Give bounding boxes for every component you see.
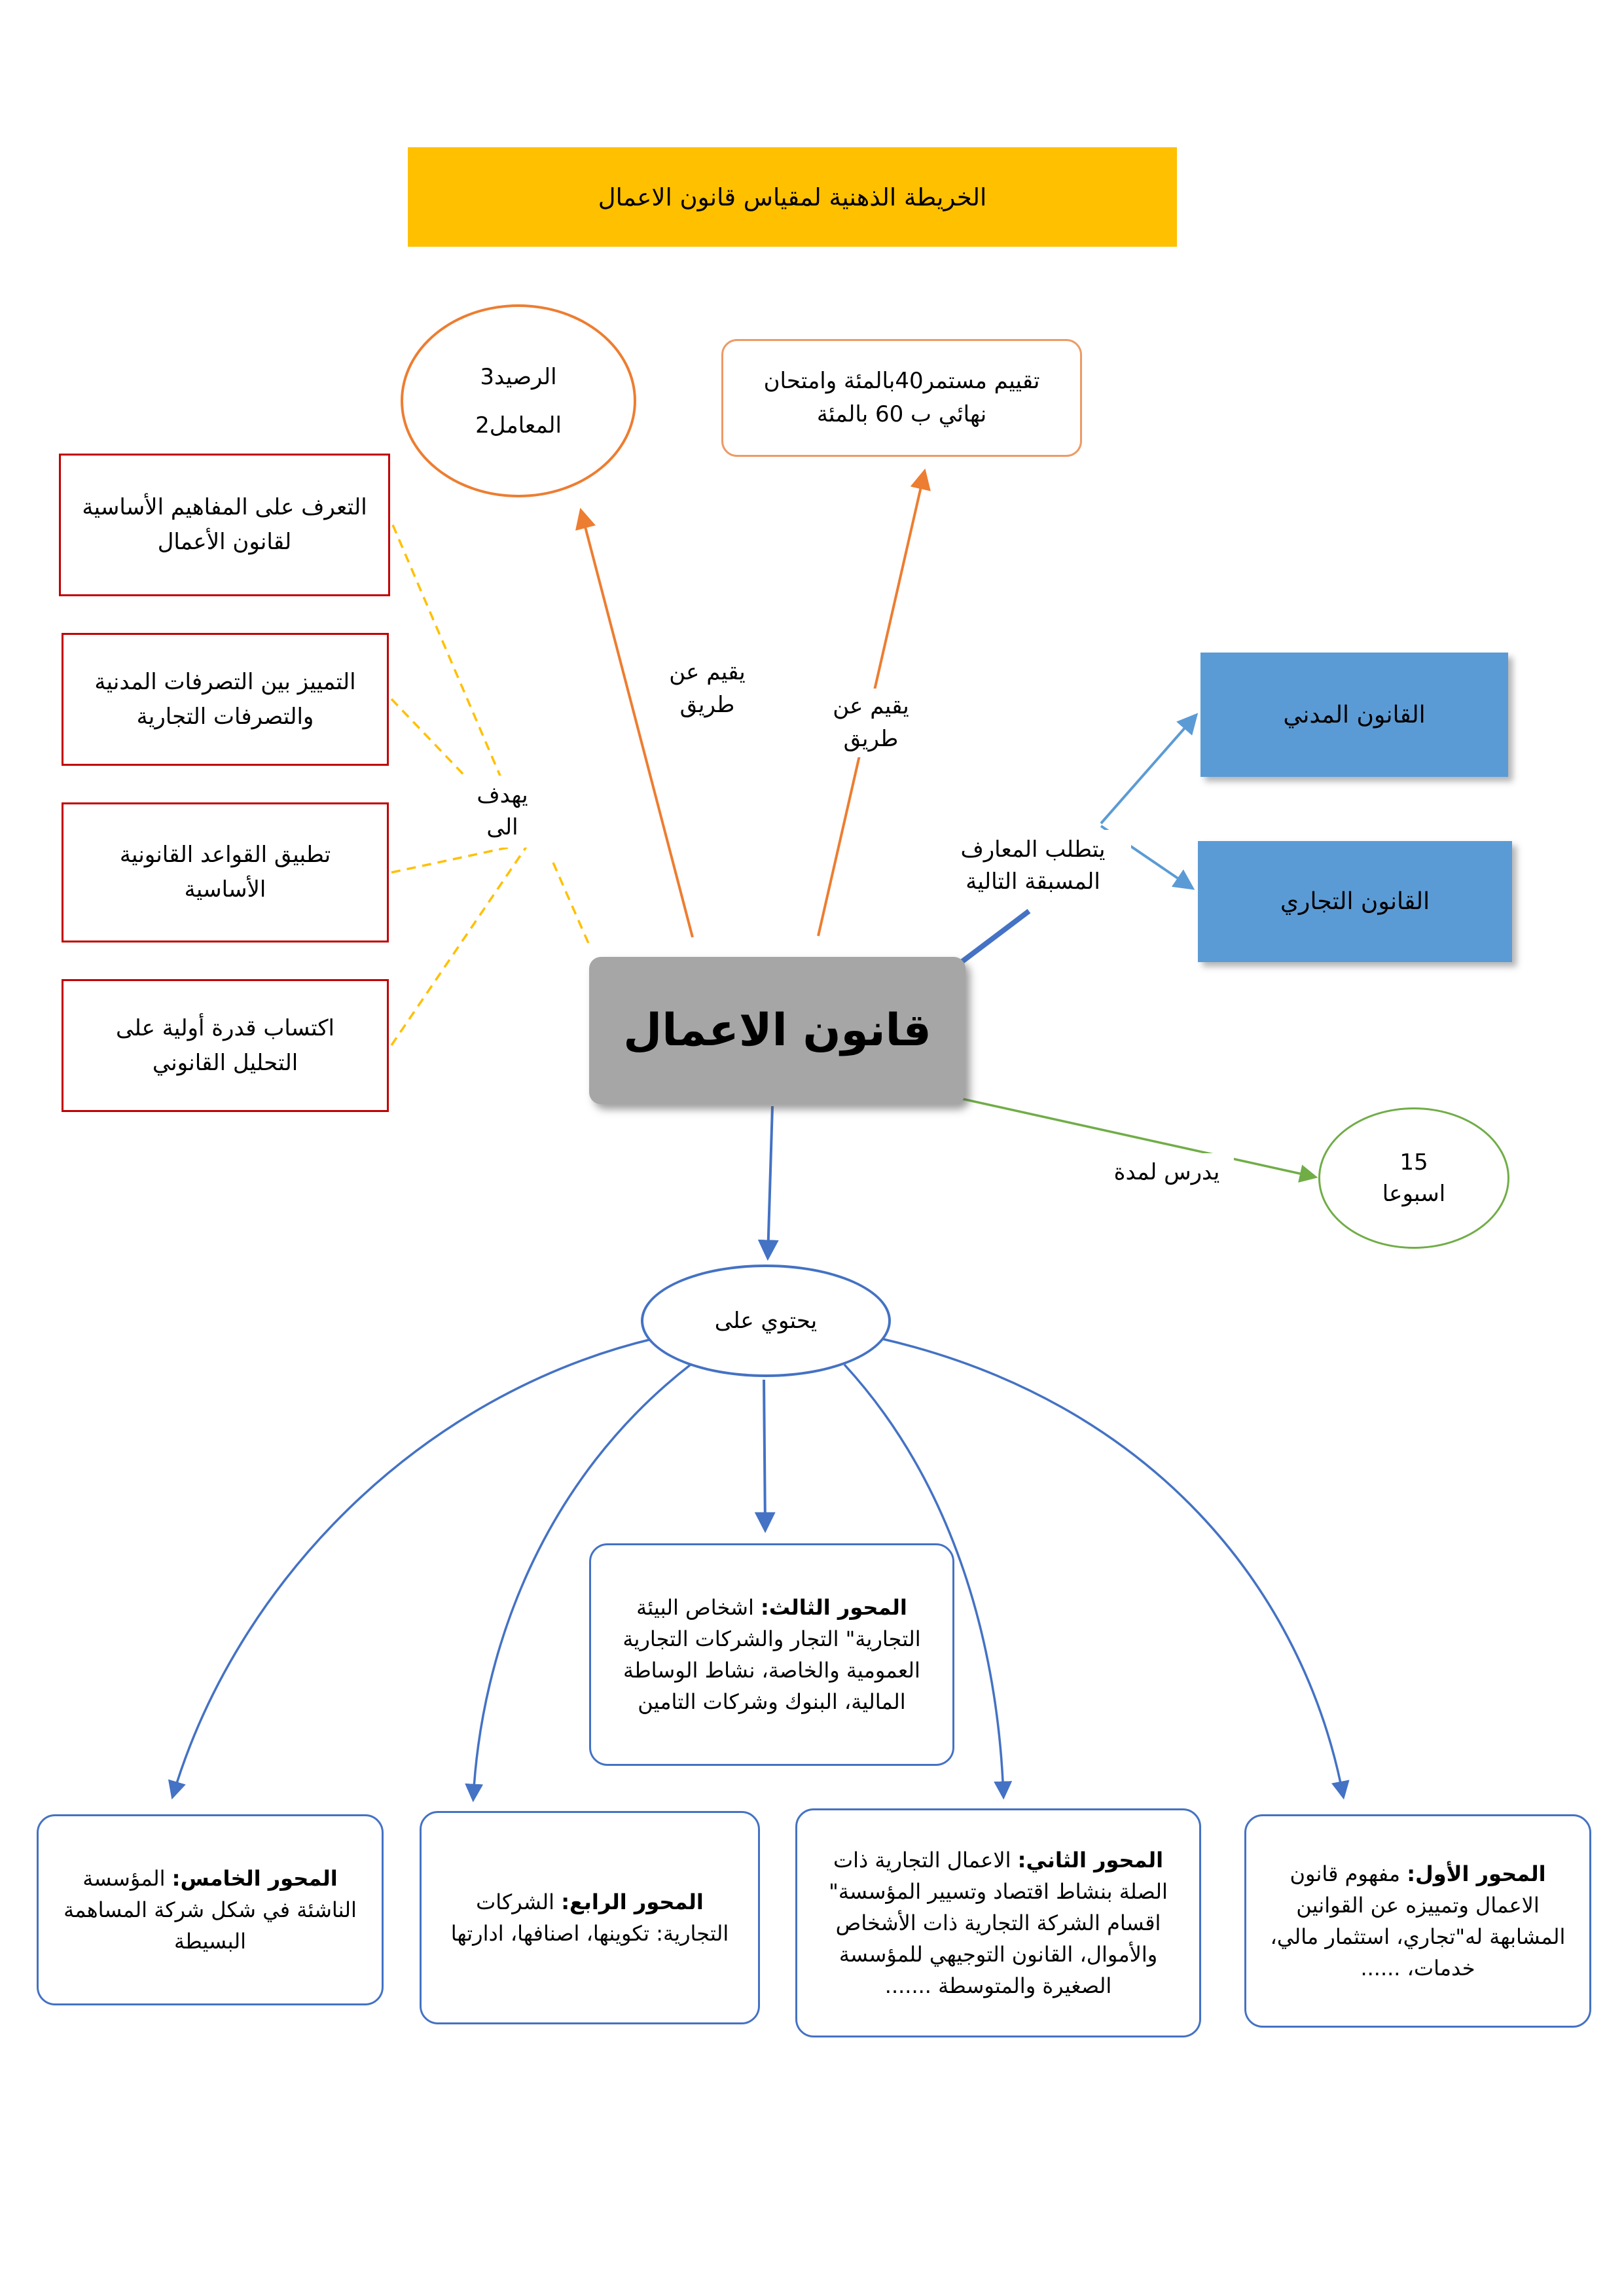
aims-to-label: يهدف الى (458, 776, 547, 848)
axis5-title: المحور الخامس: (171, 1866, 338, 1891)
axis4-title: المحور الرابع: (561, 1890, 704, 1914)
objective-box-1: التعرف على المفاهيم الأساسية لقانون الأع… (59, 454, 390, 596)
credit-node: الرصيد3 المعامل2 (401, 304, 636, 497)
axis3-node: المحور الثالث: اشخاص البيئة التجارية" ال… (589, 1543, 954, 1766)
axis2-title: المحور الثاني: (1017, 1848, 1164, 1873)
axis1-body: مفهوم قانون الاعمال وتمييزه عن القوانين … (1270, 1861, 1566, 1981)
axis1-title: المحور الأول: (1407, 1861, 1546, 1886)
evaluated-by-label-left: يقيم عن طريق (653, 655, 761, 723)
civil-law-node: القانون المدني (1200, 653, 1508, 777)
credit-line2: المعامل2 (475, 412, 562, 439)
prerequisites-label: يتطلب المعارف المسبقة التالية (935, 830, 1131, 902)
center-node: قانون الاعمال (589, 957, 965, 1104)
axis5-node: المحور الخامس: المؤسسة الناشئة في شكل شر… (37, 1814, 384, 2005)
assessment-node: تقييم مستمر40بالمئة وامتحان نهائي ب 60 ب… (721, 339, 1082, 457)
evaluated-by-label-right: يقيم عن طريق (817, 689, 925, 757)
objective-box-4: اكتساب قدرة أولية على التحليل القانوني (62, 979, 389, 1112)
duration-value: 15 (1399, 1149, 1428, 1175)
axis4-node: المحور الرابع: الشركات التجارية: تكوينها… (420, 1811, 760, 2024)
axis2-body: الاعمال التجارية ذات الصلة بنشاط اقتصاد … (829, 1848, 1168, 1998)
axis1-node: المحور الأول: مفهوم قانون الاعمال وتمييز… (1244, 1814, 1591, 2028)
axis5-body: المؤسسة الناشئة في شكل شركة المساهمة الب… (63, 1866, 357, 1954)
duration-unit: اسبوعا (1382, 1181, 1446, 1207)
commercial-law-node: القانون التجاري (1198, 841, 1512, 962)
credit-line1: الرصيد3 (480, 363, 557, 390)
duration-node: 15 اسبوعا (1318, 1107, 1509, 1249)
axis3-title: المحور الثالث: (761, 1595, 907, 1620)
axis2-node: المحور الثاني: الاعمال التجارية ذات الصل… (795, 1808, 1201, 2037)
page-title: الخريطة الذهنية لمقياس قانون الاعمال (408, 147, 1177, 247)
objective-box-3: تطبيق القواعد القانونية الأساسية (62, 802, 389, 942)
axis4-body: الشركات التجارية: تكوينها، اصنافها، ادار… (450, 1890, 729, 1946)
objective-box-2: التمييز بين التصرفات المدنية والتصرفات ا… (62, 633, 389, 766)
duration-label: يدرس لمدة (1100, 1153, 1234, 1193)
contains-node: يحتوي على (641, 1265, 891, 1377)
